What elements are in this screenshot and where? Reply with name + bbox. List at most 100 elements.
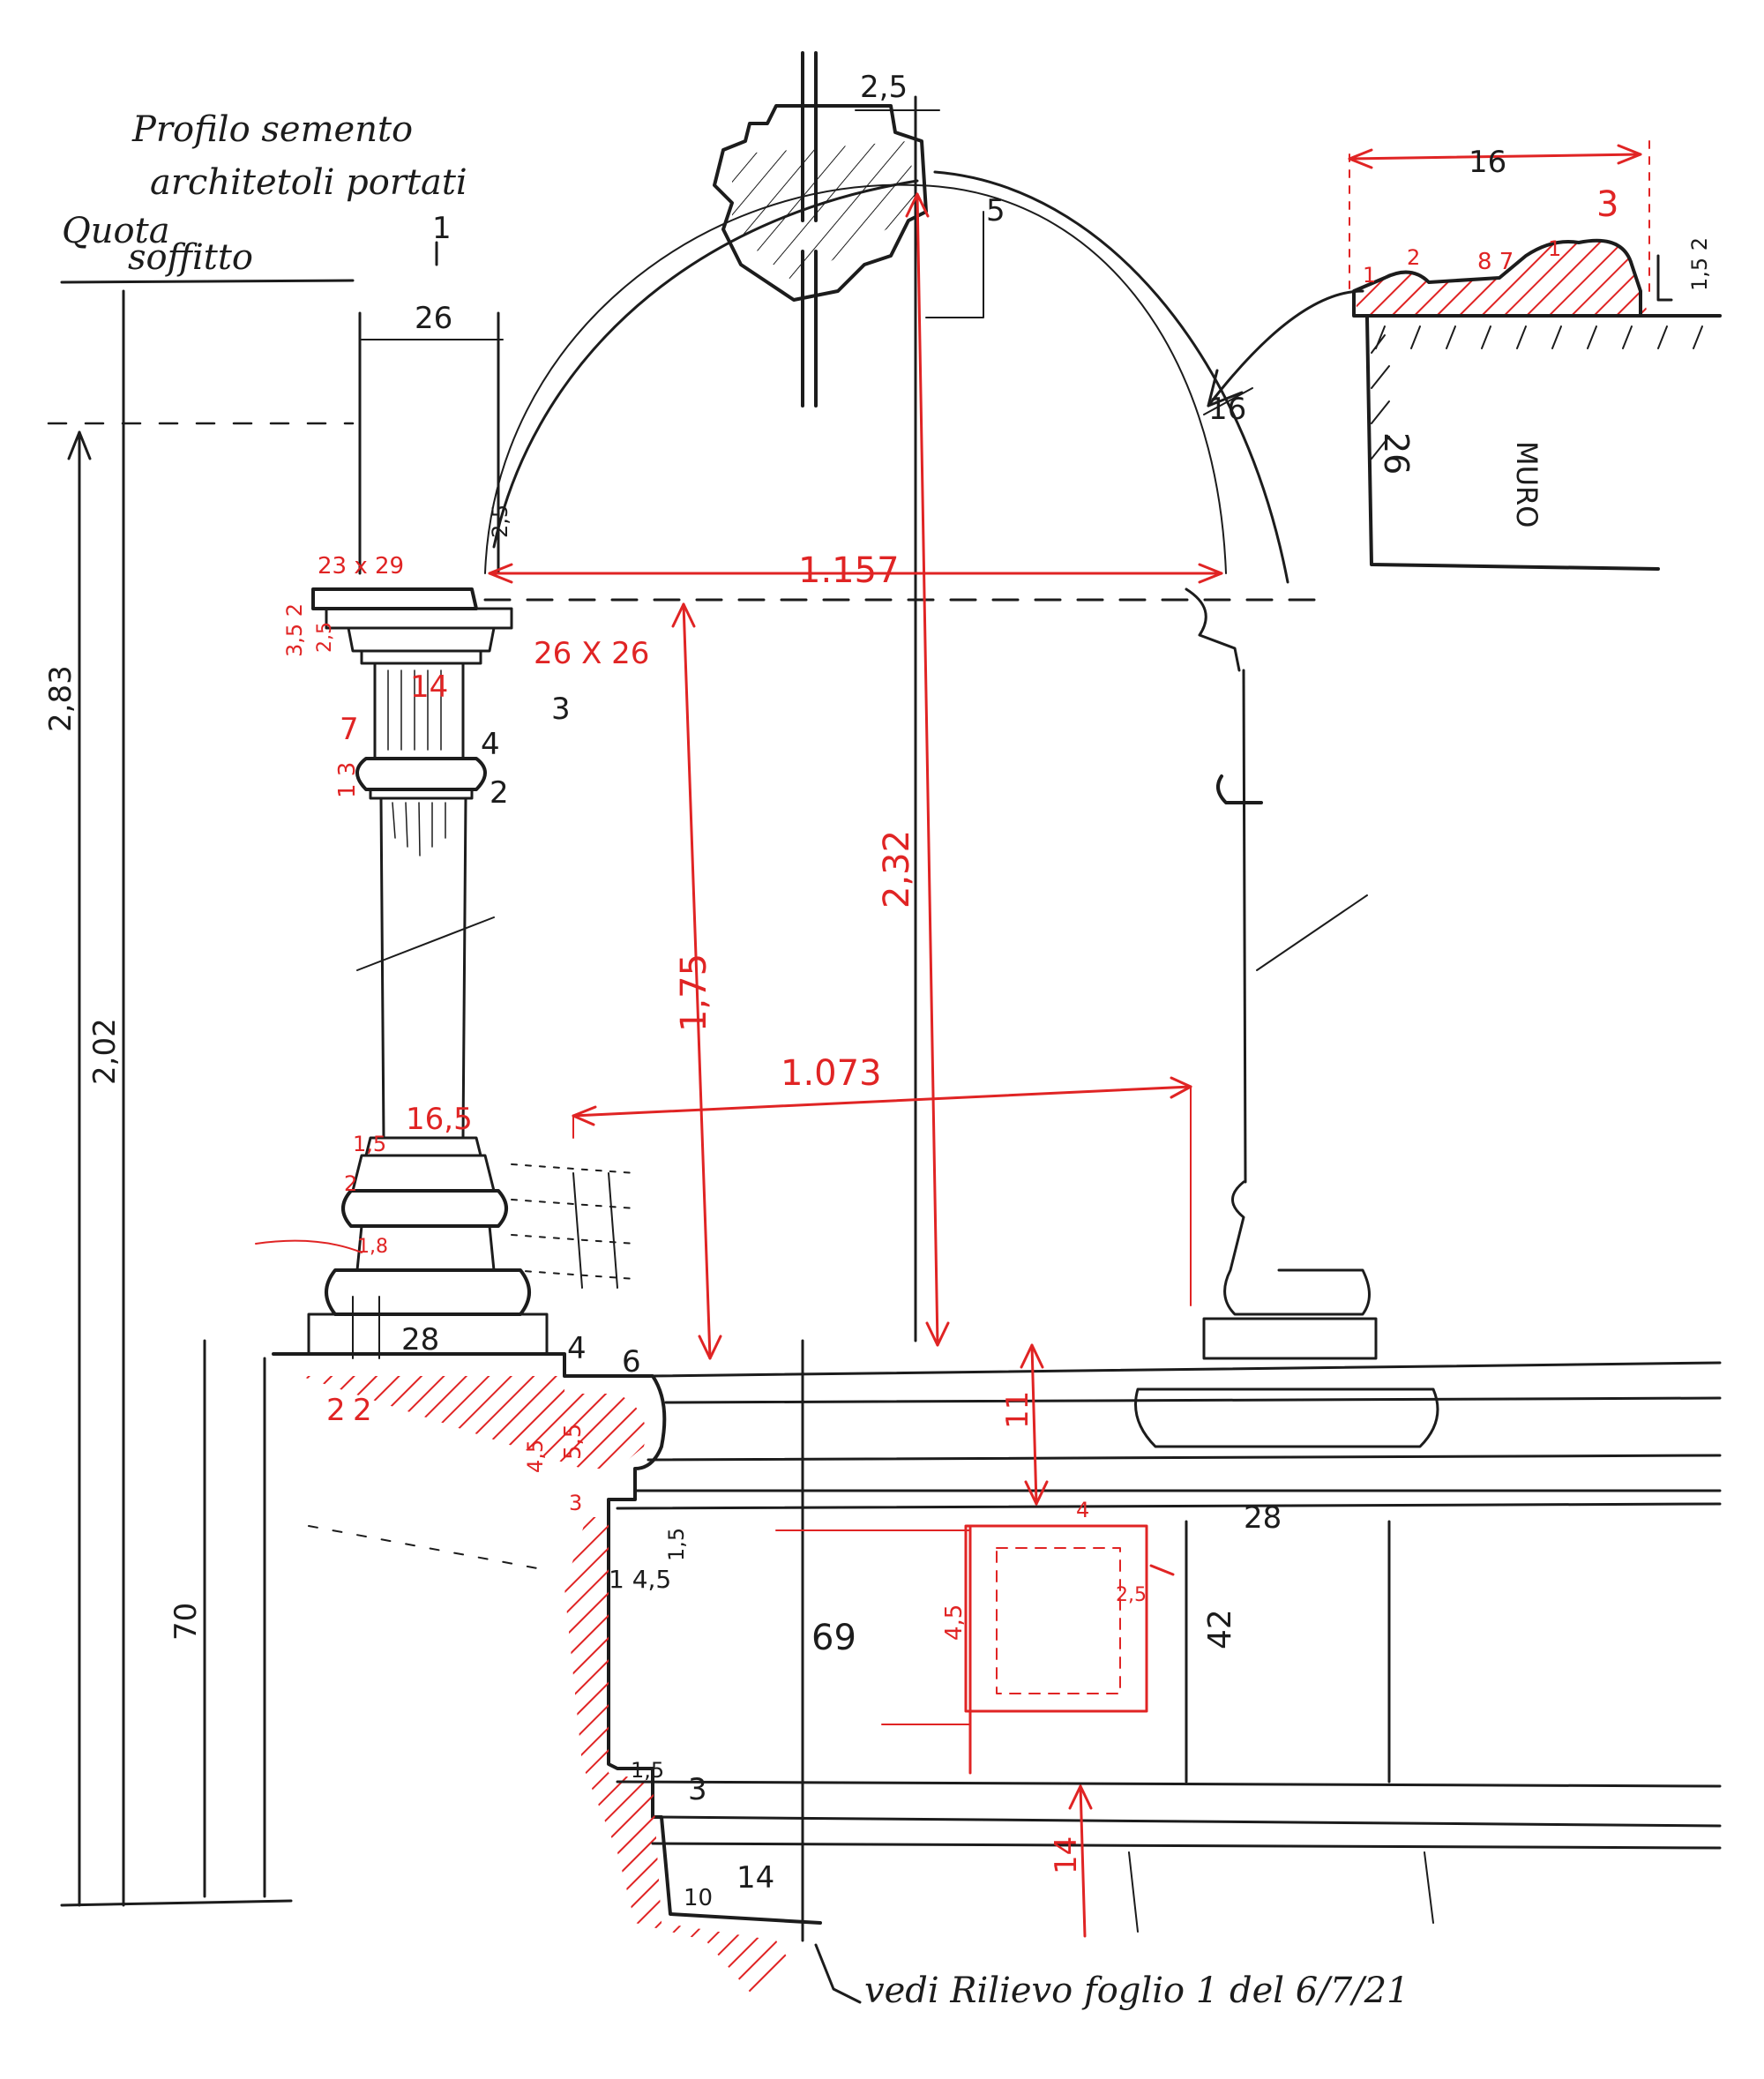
line-16-profile	[1348, 153, 1642, 161]
left-column	[255, 241, 549, 1359]
right-base-profile	[1223, 1180, 1371, 1316]
dim-1-5-2: 1,5 2	[1687, 237, 1712, 291]
profile-extension-lines	[1349, 140, 1650, 301]
dim-283: 2,83	[43, 665, 78, 732]
coping-line-2	[664, 1396, 1722, 1404]
dim-8-7: 8 7	[1477, 249, 1514, 275]
arrows-14-red	[1068, 1784, 1093, 1810]
ring-fillet	[369, 788, 474, 800]
profile-small-step	[1656, 254, 1673, 302]
dim-3-low: 3	[569, 1491, 582, 1515]
span-dimensions	[483, 192, 1325, 1938]
quota-line-2: soffitto	[128, 237, 253, 278]
dim-2-5-arch: 2,5	[488, 505, 512, 538]
dim-16-5: 16,5	[406, 1102, 473, 1137]
dim-2-base: 2	[344, 1171, 357, 1196]
dim-28-base: 28	[401, 1322, 439, 1357]
pedestal-section	[272, 1339, 1722, 2002]
right-capital-profile	[1185, 587, 1241, 672]
dim-10: 10	[684, 1885, 713, 1911]
quota-line-1: Quota	[62, 211, 170, 251]
dim-4-ring: 4	[481, 727, 500, 762]
dim-4-panel: 4	[1076, 1498, 1089, 1522]
dim-1-5-ped: 1,5	[664, 1528, 689, 1561]
dim-4-base: 4	[567, 1331, 587, 1366]
dim-1-5-base: 1,5	[353, 1132, 386, 1156]
keystone-hatch	[732, 141, 917, 282]
right-pedestal-torus	[1134, 1387, 1439, 1448]
base-line-2	[651, 1842, 1722, 1850]
floor-line	[60, 1899, 293, 1907]
dim-175: 1,75	[674, 953, 714, 1032]
right-ring	[1216, 774, 1263, 804]
dim-14-red: 14	[1049, 1836, 1084, 1874]
right-column	[1185, 587, 1378, 1360]
footer-leader	[814, 1943, 862, 2004]
base-line-1	[655, 1815, 1722, 1828]
pedestal-profile	[272, 1352, 822, 1925]
panel-depth-tick	[1149, 1564, 1175, 1576]
arch-16-tick	[1203, 387, 1253, 415]
dim-4-5: 4,5	[523, 1440, 548, 1473]
wall-outline	[1365, 316, 1660, 571]
shaft-ring	[355, 757, 487, 791]
dim-3-5-2: 3,5 2	[282, 603, 307, 657]
dim-26-wall: 26	[1377, 432, 1416, 475]
dim-70: 70	[168, 1603, 204, 1641]
pedestal-panel	[775, 1524, 1175, 1775]
baluster-dashes	[511, 1163, 636, 1280]
dim-14-bot: 14	[736, 1860, 774, 1896]
dim-202: 2,02	[87, 1018, 123, 1085]
line-11	[1030, 1343, 1038, 1506]
dim-6: 6	[622, 1344, 641, 1380]
baluster-hints	[511, 1163, 636, 1289]
coping-top-line	[651, 1361, 1722, 1378]
dim-14-shaft: 14	[410, 669, 448, 705]
keystone-axis-slot	[801, 51, 818, 408]
shaft-edges	[379, 796, 467, 1140]
plinth-ticks	[352, 1296, 380, 1359]
die-top-line	[616, 1502, 1722, 1510]
dim-4-5-panel: 4,5	[941, 1604, 968, 1641]
neck-edges	[373, 662, 465, 760]
dim-11: 11	[1000, 1391, 1035, 1429]
ext-1073	[572, 1086, 1192, 1306]
right-plinth	[1202, 1317, 1378, 1360]
die-bottom-line	[616, 1780, 1722, 1788]
ceiling-hatch-ticks	[1375, 325, 1703, 349]
dim-1-3: 1 3	[334, 762, 361, 798]
baluster-ticks	[572, 1172, 618, 1289]
wall-hatch	[1371, 334, 1390, 460]
panel-outline	[964, 1524, 1148, 1713]
dim-28-right: 28	[1244, 1500, 1282, 1536]
dim-2-5-panel: 2,5	[1116, 1584, 1147, 1606]
dim-232: 2,32	[877, 830, 917, 909]
dim-1-4-5: 1 4,5	[609, 1565, 671, 1594]
title-line-2: architetoli portati	[150, 162, 467, 203]
coping-line-3	[647, 1454, 1722, 1462]
dim-2-ring: 2	[490, 775, 509, 811]
arrows-175	[671, 602, 722, 1360]
panel-extension	[775, 1529, 971, 1725]
dim-1-top: 1	[432, 211, 452, 246]
shaft-flutes	[392, 802, 446, 856]
right-pedestal-edges	[1185, 1520, 1391, 1784]
dim-5-5: 5,5	[560, 1424, 587, 1460]
profile-callout-arrow	[1207, 369, 1244, 408]
break-mark-left	[356, 916, 495, 971]
dim-3-neck: 3	[551, 692, 571, 727]
dim-16-profile: 16	[1469, 145, 1506, 180]
dim-69: 69	[811, 1618, 856, 1658]
dim-3-bot: 3	[688, 1772, 707, 1807]
dim-2-5-a: 2,5	[314, 622, 336, 653]
line-175	[682, 602, 712, 1360]
dim-1-8: 1,8	[357, 1236, 388, 1258]
dim-1073: 1.073	[781, 1053, 882, 1094]
cornice-hatch	[300, 1376, 646, 1469]
dashed-hidden-line	[308, 1525, 548, 1571]
dim-26-col: 26	[415, 301, 452, 336]
dim-23x29: 23 x 29	[318, 553, 404, 580]
dim-1157: 1.157	[798, 550, 900, 591]
arch-extrados	[933, 170, 1289, 584]
